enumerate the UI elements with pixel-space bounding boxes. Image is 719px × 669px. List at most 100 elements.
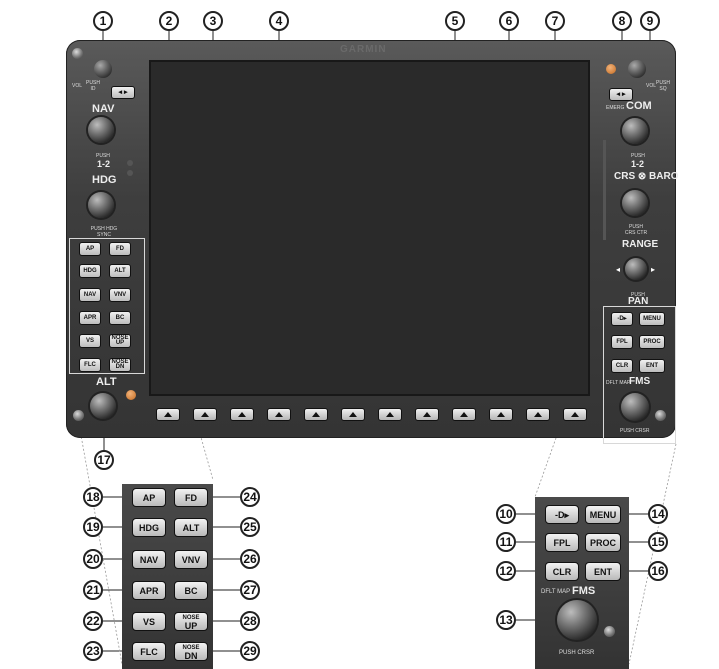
softkey-8[interactable] [415,408,439,421]
vs-key[interactable]: VS [79,334,101,348]
callout-17: 17 [94,450,114,470]
indicator-light [127,160,133,166]
zoom-proc-key[interactable]: PROC [585,533,621,552]
ap-key[interactable]: AP [79,242,101,256]
callout-24: 24 [240,487,260,507]
com-swap-button[interactable]: ◂ ▸ [609,88,633,101]
emerg-label: EMERG [606,105,625,111]
zoom-alt-key[interactable]: ALT [174,518,208,537]
zoom-fpl-key[interactable]: FPL [545,533,579,552]
vol-left-knob[interactable] [94,60,112,78]
alt-knob[interactable] [90,393,116,419]
push-12-label-right: PUSH [631,153,645,159]
fpl-key[interactable]: FPL [611,335,633,349]
bc-key[interactable]: BC [109,311,131,325]
zoom-vnv-key[interactable]: VNV [174,550,208,569]
photocell [606,64,616,74]
autopilot-key-frame [69,238,145,374]
callout-28: 28 [240,611,260,631]
com-knob[interactable] [622,118,648,144]
callout-16: 16 [648,561,668,581]
softkey-4[interactable] [267,408,291,421]
zoom-apr-key[interactable]: APR [132,581,166,600]
menu-key[interactable]: MENU [639,312,665,326]
zoom-nose-up-key[interactable]: NOSE UP [174,612,208,631]
direct-to-key[interactable]: -D▸ [611,312,633,326]
zoom-vs-key[interactable]: VS [132,612,166,631]
clr-key[interactable]: CLR [611,359,633,373]
triangle-up-icon [460,412,468,417]
callout-19: 19 [83,517,103,537]
zoom-menu-key[interactable]: MENU [585,505,621,524]
callout-14: 14 [648,504,668,524]
photocell [126,390,136,400]
softkey-3[interactable] [230,408,254,421]
callout-18: 18 [83,487,103,507]
callout-21: 21 [83,580,103,600]
callout-26: 26 [240,549,260,569]
nose-dn-key[interactable]: NOSE DN [109,358,131,372]
zoom-hdg-key[interactable]: HDG [132,518,166,537]
vol-right-knob[interactable] [628,60,646,78]
nose-label: NOSE [182,644,200,651]
softkey-10[interactable] [489,408,513,421]
push-pan-label: PUSH [631,292,645,298]
brand-logo: GARMIN [340,44,387,55]
callout-7: 7 [545,11,565,31]
triangle-up-icon [164,412,172,417]
zoom-ent-key[interactable]: ENT [585,562,621,581]
nav-key[interactable]: NAV [79,288,101,302]
pan-right-icon: ▸ [651,265,656,274]
fd-key[interactable]: FD [109,242,131,256]
range-label: RANGE [622,239,659,250]
softkey-2[interactable] [193,408,217,421]
proc-key[interactable]: PROC [639,335,665,349]
softkey-11[interactable] [526,408,550,421]
fms-knob[interactable] [621,393,649,421]
display-screen [149,60,590,396]
callout-29: 29 [240,641,260,661]
push-id-label: PUSH ID [86,80,100,92]
softkey-12[interactable] [563,408,587,421]
callout-5: 5 [445,11,465,31]
flc-key[interactable]: FLC [79,358,101,372]
softkey-7[interactable] [378,408,402,421]
zoom-clr-key[interactable]: CLR [545,562,579,581]
zoom-flc-key[interactable]: FLC [132,642,166,661]
range-knob[interactable] [625,258,647,280]
zoom-nav-key[interactable]: NAV [132,550,166,569]
softkey-6[interactable] [341,408,365,421]
callout-2: 2 [159,11,179,31]
callout-11: 11 [496,532,516,552]
callout-27: 27 [240,580,260,600]
apr-key[interactable]: APR [79,311,101,325]
screw [72,48,83,59]
triangle-up-icon [201,412,209,417]
zoom-fd-key[interactable]: FD [174,488,208,507]
nose-up-key[interactable]: NOSE UP [109,334,131,348]
alt-key[interactable]: ALT [109,264,131,278]
nav-swap-button[interactable]: ◂ ▸ [111,86,135,99]
zoom-direct-to-key[interactable]: -D▸ [545,505,579,524]
callout-6: 6 [499,11,519,31]
screw [604,626,615,637]
crs-baro-knob[interactable] [622,190,648,216]
hdg-label: HDG [92,174,117,186]
zoom-bc-key[interactable]: BC [174,581,208,600]
ent-key[interactable]: ENT [639,359,665,373]
zoom-ap-key[interactable]: AP [132,488,166,507]
zoom-fms-knob[interactable] [557,600,597,640]
hdg-knob[interactable] [88,192,114,218]
vnv-key[interactable]: VNV [109,288,131,302]
alt-label: ALT [96,376,117,388]
push-sq-label: PUSH SQ [656,80,670,92]
triangle-up-icon [534,412,542,417]
softkey-1[interactable] [156,408,180,421]
nav-knob[interactable] [88,117,114,143]
callout-15: 15 [648,532,668,552]
hdg-key[interactable]: HDG [79,264,101,278]
softkey-5[interactable] [304,408,328,421]
zoom-nose-dn-key[interactable]: NOSE DN [174,642,208,661]
softkey-9[interactable] [452,408,476,421]
callout-3: 3 [203,11,223,31]
